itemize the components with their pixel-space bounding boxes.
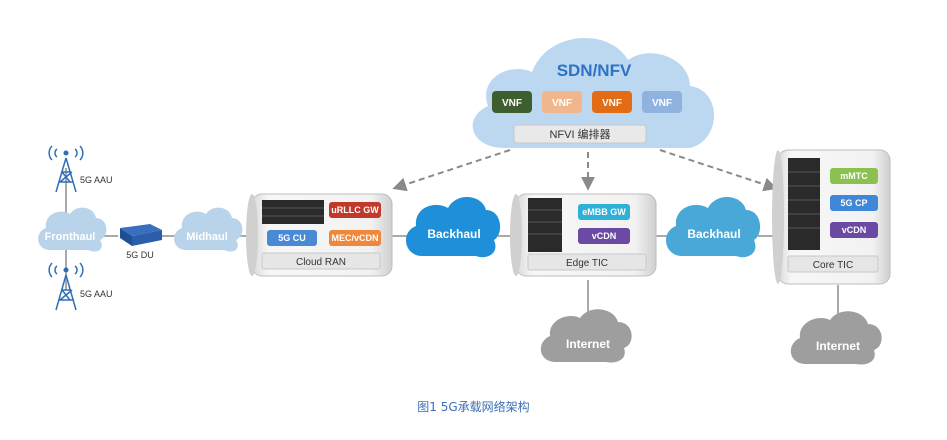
du-device-icon [120,224,162,246]
edge-tag-1-label: vCDN [592,231,617,241]
edge-tag-1 [578,228,630,244]
cloud-ran-tag-0-label: uRLLC GW [331,205,379,215]
edge-server-icon [528,198,562,252]
cloud-ran-tag-2 [329,230,381,246]
core-tag-0-label: mMTC [840,171,868,181]
backhaul-left-cloud: Backhaul [405,196,501,258]
edge-tag-0 [578,204,630,220]
vnf-box-0 [492,91,532,113]
edge-internet-cloud: Internet [540,309,632,363]
vnf-label-3: VNF [652,98,672,109]
core-tag-1-label: 5G CP [840,198,867,208]
figure-caption: 图1 5G承载网络架构 [417,400,530,414]
du-label: 5G DU [126,250,154,260]
cloud-ran-title: Cloud RAN [296,257,346,268]
cloud-ran-tag-1-label: 5G CU [278,233,306,243]
midhaul-cloud: Midhaul [174,207,243,252]
core-internet-label: Internet [816,339,860,353]
core-server-rack-icon [788,158,820,250]
nfvi-orchestrator-label: NFVI 编排器 [549,127,610,141]
core-tag-1 [830,195,878,211]
fronthaul-label: Fronthaul [45,231,96,243]
vnf-box-1 [542,91,582,113]
edge-tic-node: eMBB GW vCDN Edge TIC [510,193,657,277]
aau-top-label: 5G AAU [80,175,113,185]
cloud-ran-node: uRLLC GW 5G CU MEC/vCDN Cloud RAN [246,193,393,277]
edge-tag-0-label: eMBB GW [582,207,626,217]
backhaul-left-label: Backhaul [427,227,480,241]
vnf-label-0: VNF [502,98,522,109]
cloud-ran-tag-0 [329,202,381,218]
fronthaul-cloud: Fronthaul [38,207,107,252]
midhaul-label: Midhaul [186,231,228,243]
nfvi-orchestrator-box [513,124,647,144]
antenna-top [48,145,84,193]
vnf-row: VNF VNF VNF VNF [492,91,682,113]
core-tag-2-label: vCDN [842,225,867,235]
antenna-bottom [48,262,84,311]
cloud-ran-tag-2-label: MEC/vCDN [331,233,378,243]
vnf-label-1: VNF [552,98,572,109]
core-tic-title: Core TIC [813,260,853,271]
backhaul-right-cloud: Backhaul [665,196,761,258]
sdn-nfv-title: SDN/NFV [557,61,632,80]
core-internet-cloud: Internet [790,311,882,365]
edge-tic-title: Edge TIC [566,258,608,269]
backhaul-right-label: Backhaul [687,227,740,241]
aau-bottom-label: 5G AAU [80,289,113,299]
core-tag-0 [830,168,878,184]
orchestration-arrows [392,149,778,192]
vnf-box-2 [592,91,632,113]
edge-internet-label: Internet [566,337,610,351]
vnf-box-3 [642,91,682,113]
vnf-label-2: VNF [602,98,622,109]
core-tag-2 [830,222,878,238]
sdn-nfv-cloud: SDN/NFV VNF VNF VNF VNF NFVI 编排器 [472,38,714,148]
server-rack-icon [262,200,324,224]
core-tic-node: mMTC 5G CP vCDN Core TIC [772,149,891,285]
cloud-ran-tag-1 [267,230,317,246]
